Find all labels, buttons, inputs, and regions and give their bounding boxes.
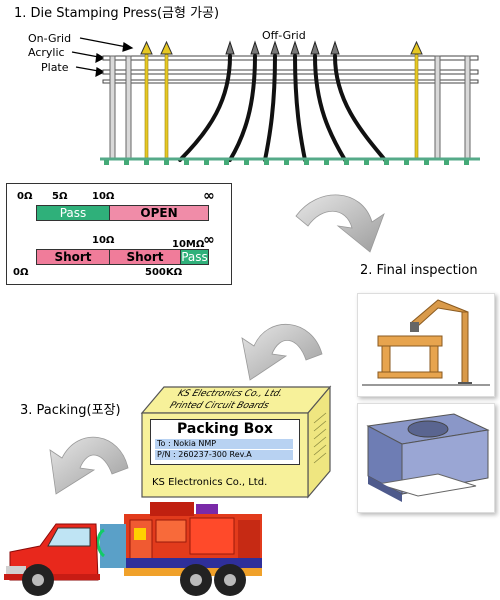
tick-infinity: ∞ xyxy=(203,188,215,204)
tick-0-ohm-lower: 0Ω xyxy=(13,267,29,278)
acrylic-label: Acrylic xyxy=(28,46,65,59)
step3-title: 3. Packing(포장) xyxy=(20,403,121,418)
tick-5-ohm: 5Ω xyxy=(52,191,68,202)
inspection-stand-illustration xyxy=(366,413,490,502)
off-grid-cables xyxy=(178,54,387,162)
box-label-title: Packing Box xyxy=(177,421,273,437)
label-arrows xyxy=(71,37,134,78)
arrow-to-truck xyxy=(49,436,129,495)
arrow-to-inspection xyxy=(295,194,385,253)
tick-10-ohm-lower: 10Ω xyxy=(92,235,115,246)
packing-box: KS Electronics Co., Ltd. Printed Circuit… xyxy=(138,383,334,499)
tick-infinity-lower: ∞ xyxy=(203,232,215,248)
inspection-fixture-image-2 xyxy=(357,403,495,513)
tick-10-ohm: 10Ω xyxy=(92,191,115,202)
delivery-truck xyxy=(4,502,262,596)
box-bottom-company: KS Electronics Co., Ltd. xyxy=(152,477,268,488)
box-top-company: KS Electronics Co., Ltd. xyxy=(176,389,284,399)
off-grid-label: Off-Grid xyxy=(262,29,306,42)
box-label-part-number: P/N : 260237-300 Rev.A xyxy=(155,450,293,460)
on-grid-label: On-Grid xyxy=(28,32,72,45)
short-band-1: Short xyxy=(36,249,110,265)
die-stamping-press-diagram xyxy=(71,37,480,165)
box-top-product: Printed Circuit Boards xyxy=(168,401,271,411)
plate-label: Plate xyxy=(41,61,69,74)
truck-cab xyxy=(4,523,100,581)
inspection-arm-illustration xyxy=(362,299,490,386)
truck-cargo xyxy=(96,502,262,576)
open-band: OPEN xyxy=(109,205,209,221)
truck-wheels xyxy=(22,564,246,596)
tick-10m-ohm: 10MΩ xyxy=(172,239,205,250)
box-label: Packing Box To : Nokia NMP P/N : 260237-… xyxy=(150,419,300,465)
tick-500k-ohm: 500KΩ xyxy=(145,267,183,278)
inspection-fixture-image-1 xyxy=(357,293,495,397)
arrow-to-packing-box xyxy=(241,323,323,381)
box-label-to: To : Nokia NMP xyxy=(155,439,293,449)
resistance-scale-panel: 0Ω 5Ω 10Ω ∞ Pass OPEN 10Ω 10MΩ ∞ Short S… xyxy=(6,183,232,285)
base-plate xyxy=(100,157,480,165)
pass-band: Pass xyxy=(36,205,110,221)
acrylic-rails xyxy=(102,55,479,84)
step2-title: 2. Final inspection xyxy=(360,263,478,278)
tick-0-ohm: 0Ω xyxy=(17,191,33,202)
pass-band-lower: Pass xyxy=(180,249,209,265)
short-band-2: Short xyxy=(109,249,181,265)
off-grid-probes xyxy=(225,40,340,55)
step1-title: 1. Die Stamping Press(금형 가공) xyxy=(14,6,220,21)
